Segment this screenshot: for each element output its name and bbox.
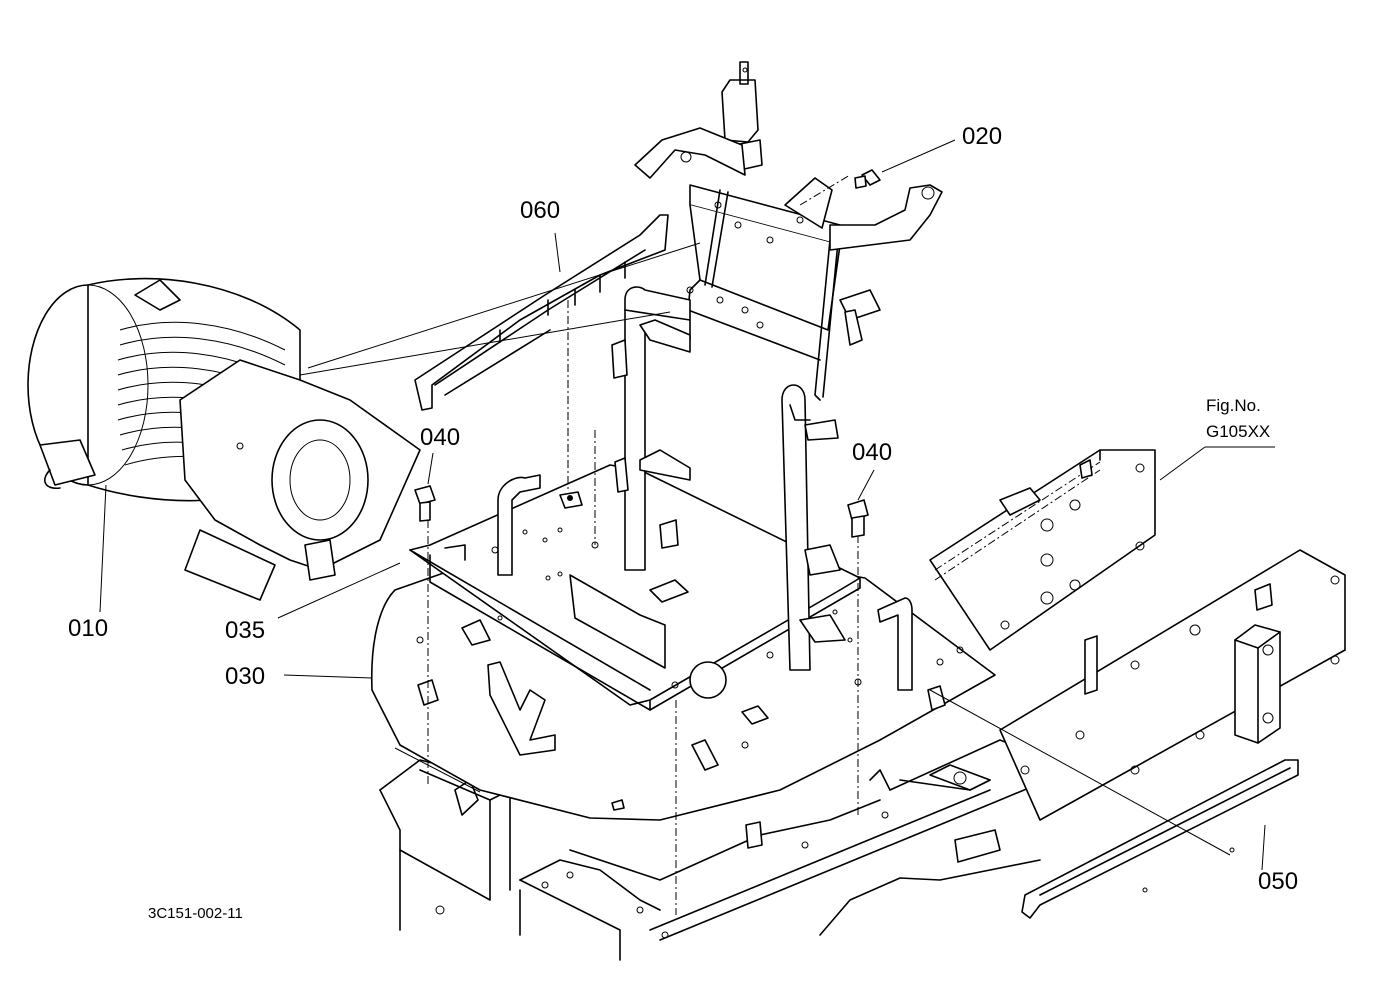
label-010: 010: [68, 615, 108, 642]
bolt-020: [854, 169, 881, 189]
label-030: 030: [225, 663, 265, 690]
side-frame-rail: [929, 449, 1346, 821]
label-050: 050: [1258, 868, 1298, 895]
label-060: 060: [520, 197, 560, 224]
air-cleaner-010: [27, 277, 421, 601]
figure-ref-line1: Fig.No.: [1206, 396, 1261, 415]
floor-plate-030: [370, 464, 996, 821]
figure-ref-line2: G105XX: [1206, 422, 1270, 441]
drawing-number: 3C151-002-11: [148, 905, 243, 922]
seat-frame: [427, 61, 943, 915]
label-040-left: 040: [420, 424, 460, 451]
rail-050: [1021, 759, 1299, 919]
bolt-040-left: [414, 485, 436, 522]
part-labels: 020 060 040 040 010 035 030 050 Fig.No. …: [68, 123, 1298, 922]
label-020: 020: [962, 123, 1002, 150]
leader-lines: [99, 139, 1275, 871]
label-035: 035: [225, 617, 265, 644]
bolt-040-right: [847, 499, 869, 538]
label-040-right: 040: [852, 439, 892, 466]
cowl-060: [414, 214, 669, 411]
